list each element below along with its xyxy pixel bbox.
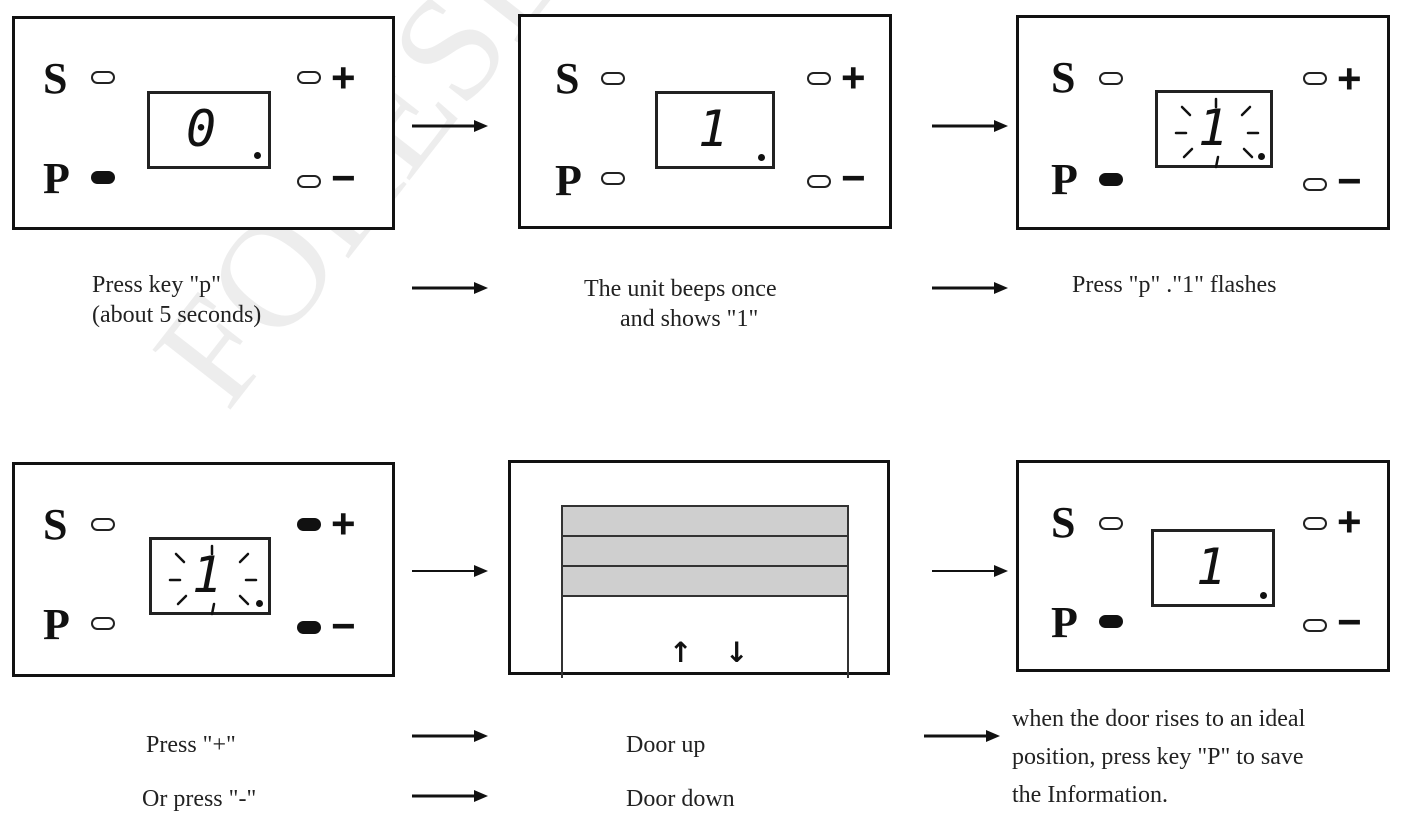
plus-led [1303,72,1327,85]
arrow-right-icon [412,565,488,577]
arrow-right-icon [412,730,488,742]
minus-key-label: − [841,154,866,201]
digit-display: 1 [1155,90,1273,169]
digit-display: 1 [1151,529,1275,607]
caption-line: Door up [626,732,706,758]
arrow-right-icon [932,120,1008,132]
p-key-label: P [43,154,70,203]
caption-line: The unit beeps once [584,276,777,302]
caption-step-4: Press "+" Or press "-" [142,718,256,826]
plus-key-label: + [1337,55,1362,102]
s-led [601,72,625,85]
decimal-point [254,152,261,159]
arrow-right-icon [932,565,1008,577]
display-digit: 0 [186,100,217,158]
door-slat [561,565,849,597]
caption-step-2: The unit beeps once and shows "1" [584,274,777,334]
decimal-point [1258,153,1265,160]
door-slat [561,535,849,567]
display-digit: 1 [1196,538,1227,596]
minus-led [1303,619,1327,632]
caption-line: (about 5 seconds) [92,302,262,328]
display-digit: 1 [698,100,729,158]
p-led [1099,173,1123,186]
plus-led [1303,517,1327,530]
flash-rays-icon [1174,97,1260,169]
p-led [91,171,115,184]
arrow-right-icon [924,730,1000,742]
s-key-label: S [555,54,580,103]
minus-led [1303,178,1327,191]
caption-line: Or press "-" [142,786,257,812]
decimal-point [1260,592,1267,599]
digit-display: 1 [149,537,271,616]
caption-step-5: Door up Door down [626,718,735,826]
panel-step-3: S P + − 1 [1016,15,1390,230]
plus-key-label: + [331,500,356,547]
s-key-label: S [1051,498,1076,547]
caption-line: and shows "1" [620,306,759,332]
minus-led [807,175,831,188]
p-led [1099,615,1123,628]
minus-key-label: − [331,154,356,201]
caption-line: Door down [626,786,735,812]
caption-line: Press "+" [146,732,236,758]
door-slat [561,505,849,537]
arrow-right-icon [412,790,488,802]
plus-led [297,518,321,531]
caption-step-1: Press key "p" (about 5 seconds) [92,270,261,330]
s-key-label: S [1051,53,1076,102]
arrow-right-icon [412,120,488,132]
caption-line: when the door rises to an ideal [1012,706,1306,732]
caption-line: the Information. [1012,782,1168,808]
p-key-label: P [555,156,582,205]
p-key-label: P [1051,598,1078,647]
caption-line: Press "p" ."1" flashes [1072,272,1277,298]
s-key-label: S [43,500,68,549]
display-digit: 1 [1198,99,1229,157]
panel-step-2: S P + − 1 [518,14,892,229]
s-led [1099,517,1123,530]
down-arrow-icon: ↓ [725,636,749,669]
display-digit: 1 [192,546,223,604]
caption-line: Press key "p" [92,272,221,298]
s-led [91,518,115,531]
caption-step-3: Press "p" ."1" flashes [1072,270,1277,300]
minus-led [297,621,321,634]
plus-key-label: + [841,54,866,101]
minus-key-label: − [1337,157,1362,204]
s-led [91,71,115,84]
up-arrow-icon: ↑ [669,636,693,669]
decimal-point [256,600,263,607]
plus-led [297,71,321,84]
arrow-right-icon [932,282,1008,294]
arrow-right-icon [412,282,488,294]
minus-key-label: − [1337,598,1362,645]
digit-display: 1 [655,91,775,169]
panel-step-1: S P + − 0 [12,16,395,230]
minus-led [297,175,321,188]
digit-display: 0 [147,91,271,169]
p-led [601,172,625,185]
s-led [1099,72,1123,85]
plus-key-label: + [1337,498,1362,545]
caption-step-6: when the door rises to an ideal position… [1012,700,1305,814]
plus-key-label: + [331,54,356,101]
p-key-label: P [43,600,70,649]
caption-line: position, press key "P" to save [1012,744,1304,770]
minus-key-label: − [331,602,356,649]
decimal-point [758,154,765,161]
flash-rays-icon [168,544,258,616]
panel-step-6: S P + − 1 [1016,460,1390,672]
plus-led [807,72,831,85]
p-key-label: P [1051,155,1078,204]
panel-step-4: S P + − 1 [12,462,395,677]
p-led [91,617,115,630]
s-key-label: S [43,54,68,103]
panel-door: ↑ ↓ [508,460,890,678]
